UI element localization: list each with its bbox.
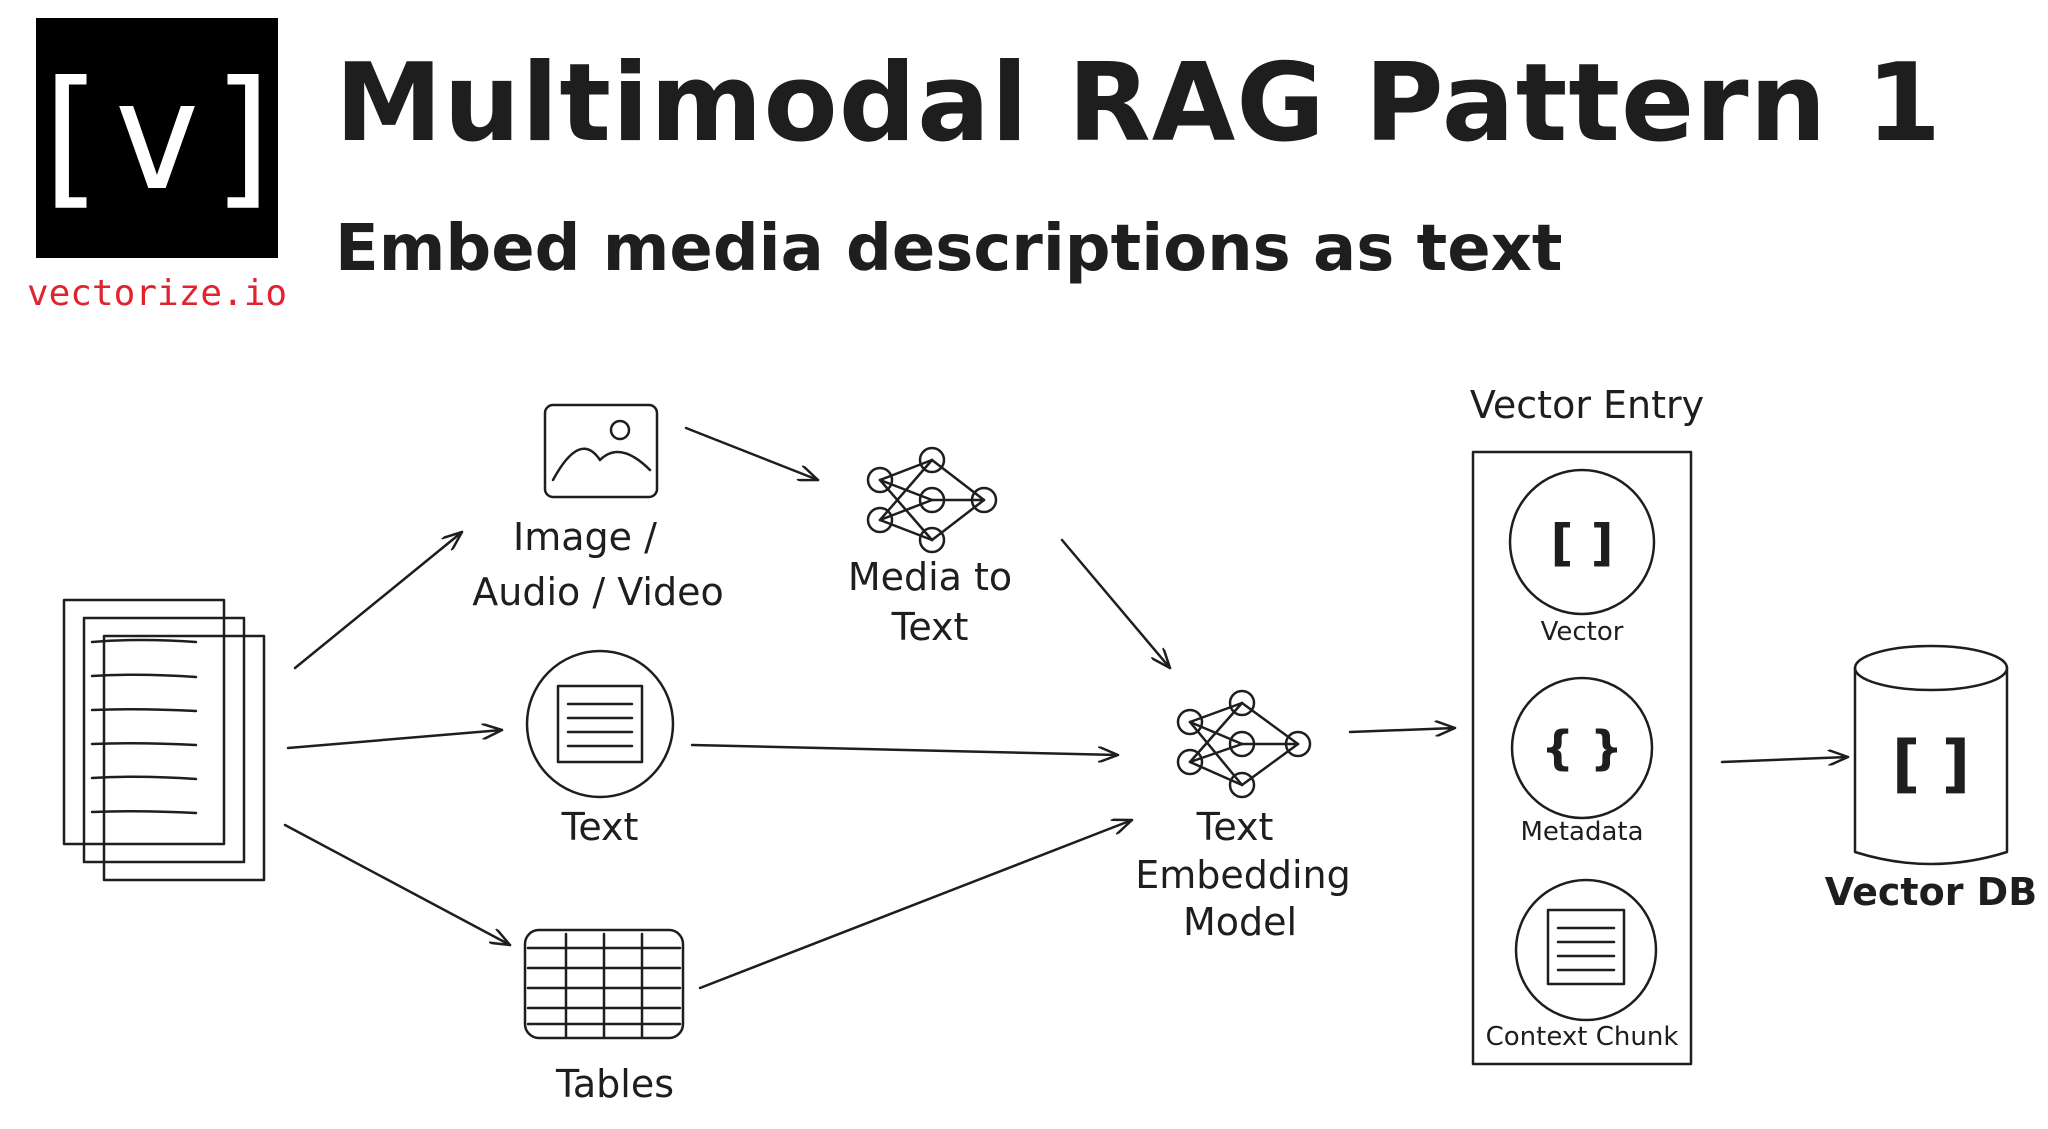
vector-entry-title: Vector Entry (1470, 383, 1704, 427)
arrow-tables-to-embedding (698, 820, 1134, 990)
image-audio-video-label-line1: Image / (513, 515, 657, 559)
text-embedding-label-line3: Model (1183, 900, 1297, 944)
media-to-text-label-line2: Text (891, 605, 969, 649)
metadata-item: { } Metadata (1510, 676, 1654, 847)
arrow-image-to-media (684, 426, 820, 480)
brand-url: vectorize.io (27, 273, 287, 314)
vector-glyph: [ ] (1550, 514, 1613, 572)
database-cylinder-icon: [ ] (1853, 644, 2009, 866)
vector-db-glyph: [ ] (1892, 727, 1970, 800)
page-title: Multimodal RAG Pattern 1 (335, 41, 1942, 166)
arrow-text-to-embedding (690, 743, 1120, 755)
arrow-docs-to-text (286, 730, 504, 750)
media-to-text-label-line1: Media to (848, 555, 1012, 599)
documents-stack-icon (62, 598, 266, 882)
flow-arrows (283, 426, 1850, 990)
vector-label: Vector (1541, 617, 1624, 647)
tables-label: Tables (555, 1062, 674, 1106)
media-to-text-icon (866, 446, 998, 554)
context-chunk-label: Context Chunk (1486, 1022, 1679, 1052)
image-audio-video-label-line2: Audio / Video (472, 570, 723, 614)
text-input-label: Text (561, 805, 639, 849)
logo-glyph: [v] (22, 50, 293, 224)
arrow-media-to-embedding (1060, 538, 1172, 670)
metadata-label: Metadata (1520, 817, 1643, 847)
vector-entry-panel (1471, 450, 1693, 1066)
logo-background (36, 18, 278, 258)
arrow-docs-to-image (293, 530, 464, 670)
text-document-icon (525, 649, 675, 799)
metadata-glyph: { } (1541, 721, 1623, 775)
text-embedding-label-line1: Text (1196, 805, 1274, 849)
context-chunk-item: Context Chunk (1486, 878, 1679, 1052)
vector-db-label: Vector DB (1825, 870, 2037, 914)
vector-item: [ ] Vector (1508, 468, 1656, 647)
page-subtitle: Embed media descriptions as text (335, 212, 1562, 286)
arrow-embedding-to-vector-entry (1348, 728, 1457, 732)
arrow-docs-to-tables (283, 823, 512, 947)
text-embedding-label-line2: Embedding (1135, 853, 1351, 897)
table-icon (523, 928, 685, 1040)
vectorize-logo: [v] vectorize.io (22, 18, 293, 314)
image-icon (543, 403, 659, 499)
arrow-vector-entry-to-db (1720, 757, 1850, 762)
text-embedding-model-icon (1176, 689, 1312, 799)
